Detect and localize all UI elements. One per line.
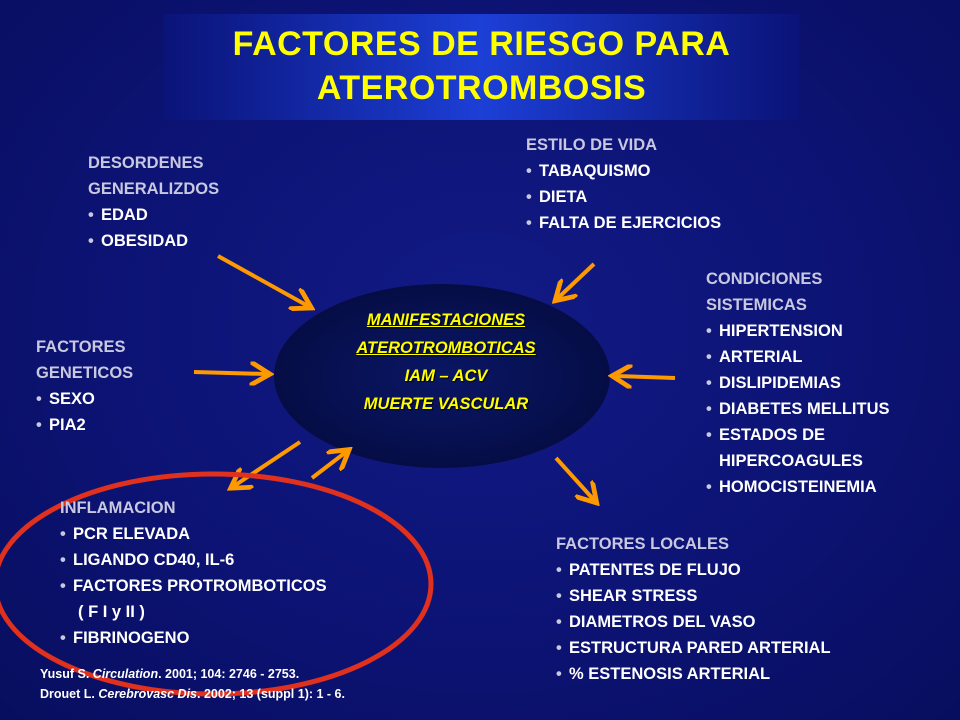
geneticos-heading-1: FACTORES (36, 338, 126, 356)
title-line-2: ATEROTROMBOSIS (316, 69, 647, 107)
list-item: •EDAD (88, 206, 148, 224)
list-item: •DIAMETROS DEL VASO (556, 613, 756, 631)
list-item: •ESTADOS DE (706, 426, 826, 444)
condiciones-heading-1: CONDICIONES (706, 270, 823, 288)
arrow-desordenes (217, 254, 308, 306)
desordenes-heading-1: DESORDENES (88, 154, 204, 172)
list-item: •LIGANDO CD40, IL-6 (60, 551, 235, 569)
arrow-locales (554, 456, 594, 500)
arrow-inflamacion-out (234, 440, 302, 486)
list-item: •TABAQUISMO (526, 162, 651, 180)
arrow-geneticos (193, 372, 266, 374)
arrow-estilo (558, 262, 596, 298)
list-item: •PCR ELEVADA (60, 525, 191, 543)
title-line-1: FACTORES DE RIESGO PARA (232, 25, 731, 63)
list-item: •ESTRUCTURA PARED ARTERIAL (556, 639, 831, 657)
references: Yusuf S. Circulation. 2001; 104: 2746 - … (40, 664, 345, 704)
title-band (163, 14, 800, 120)
reference-1: Yusuf S. Circulation. 2001; 104: 2746 - … (40, 667, 300, 681)
list-item: •SEXO (36, 390, 95, 408)
list-item: •% ESTENOSIS ARTERIAL (556, 665, 771, 683)
condiciones-heading-2: SISTEMICAS (706, 296, 807, 314)
arrow-condiciones (616, 376, 676, 378)
slide-title: FACTORES DE RIESGO PARA ATEROTROMBOSIS (163, 22, 800, 110)
center-line-2: ATEROTROMBOTICAS (356, 339, 536, 357)
list-item: •OBESIDAD (88, 232, 189, 250)
estilo-heading: ESTILO DE VIDA (526, 136, 658, 154)
center-ellipse (274, 284, 610, 468)
list-item: •FALTA DE EJERCICIOS (526, 214, 722, 232)
list-item-continuation: ( F I y II ) (78, 603, 145, 621)
locales-heading: FACTORES LOCALES (556, 535, 729, 553)
center-line-3: IAM – ACV (404, 367, 488, 385)
list-item: •HOMOCISTEINEMIA (706, 478, 877, 496)
center-manifestations: MANIFESTACIONES ATEROTROMBOTICAS IAM – A… (330, 306, 562, 418)
list-item: •DISLIPIDEMIAS (706, 374, 841, 392)
inflamacion-heading: INFLAMACION (60, 499, 176, 517)
list-item: •ARTERIAL (706, 348, 803, 366)
list-item: •PIA2 (36, 416, 86, 434)
group-factores-locales: FACTORES LOCALES •PATENTES DE FLUJO •SHE… (556, 531, 831, 687)
list-item: •FIBRINOGENO (60, 629, 190, 647)
desordenes-heading-2: GENERALIZDOS (88, 180, 220, 198)
group-geneticos: FACTORES GENETICOS •SEXO •PIA2 (36, 334, 133, 438)
list-item: •HIPERTENSION (706, 322, 843, 340)
highlight-circle (0, 471, 434, 697)
group-inflamacion: INFLAMACION •PCR ELEVADA •LIGANDO CD40, … (60, 495, 327, 651)
geneticos-heading-2: GENETICOS (36, 364, 134, 382)
center-line-4: MUERTE VASCULAR (363, 395, 529, 413)
list-item: •DIABETES MELLITUS (706, 400, 890, 418)
list-item: •DIETA (526, 188, 588, 206)
reference-2: Drouet L. Cerebrovasc Dis. 2002; 13 (sup… (40, 687, 345, 701)
group-desordenes: DESORDENES GENERALIZDOS •EDAD •OBESIDAD (88, 150, 219, 254)
center-line-1: MANIFESTACIONES (366, 311, 526, 329)
list-item: •SHEAR STRESS (556, 587, 698, 605)
arrow-inflamacion-in (310, 452, 346, 480)
list-item-continuation: HIPERCOAGULES (719, 452, 863, 470)
group-estilo-de-vida: ESTILO DE VIDA •TABAQUISMO •DIETA •FALTA… (526, 132, 721, 236)
list-item: •FACTORES PROTROMBOTICOS (60, 577, 327, 595)
list-item: •PATENTES DE FLUJO (556, 561, 741, 579)
group-condiciones: CONDICIONES SISTEMICAS •HIPERTENSION •AR… (706, 266, 890, 500)
